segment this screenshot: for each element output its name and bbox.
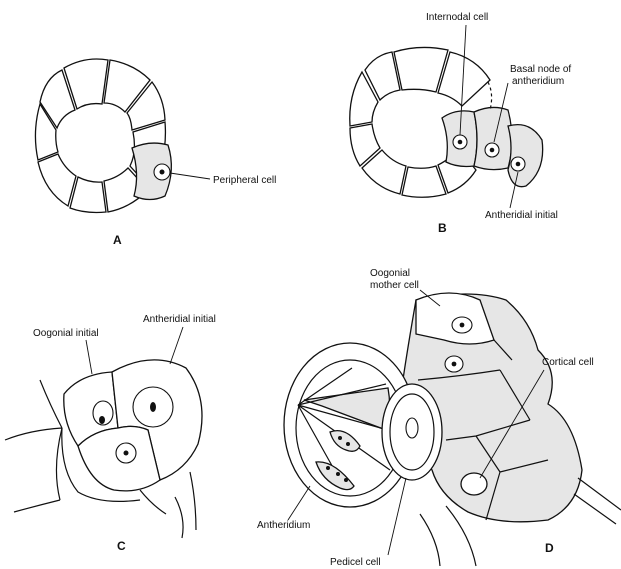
label-antheridium: Antheridium xyxy=(257,520,310,531)
label-basal-node-line1: Basal node of xyxy=(510,64,571,75)
label-basal-node-line2: antheridium xyxy=(512,76,564,87)
label-oogonial-initial: Oogonial initial xyxy=(33,328,99,339)
peripheral-cell-leader xyxy=(170,173,210,179)
antheridial-initial-cell xyxy=(508,125,543,187)
panel-a: Peripheral cell A xyxy=(35,59,276,247)
panel-b: Internodal cell Basal node of antheridiu… xyxy=(350,12,572,235)
branch-right xyxy=(574,478,621,524)
panel-c: Oogonial initial Antheridial initial C xyxy=(5,314,216,553)
pedicel-nucleus xyxy=(406,418,418,438)
label-pedicel-cell: Pedicel cell xyxy=(330,557,381,568)
label-antheridial-initial-c: Antheridial initial xyxy=(143,314,216,325)
panel-letter-a: A xyxy=(113,233,122,247)
basal-node-cell xyxy=(474,107,512,169)
antheridial-initial-leader-c xyxy=(170,327,183,364)
branch-lower xyxy=(420,506,476,566)
label-internodal-cell: Internodal cell xyxy=(426,12,488,23)
panel-letter-d: D xyxy=(545,541,554,555)
dashed-outline xyxy=(488,82,492,110)
label-antheridial-initial-b: Antheridial initial xyxy=(485,210,558,221)
antheridium-leader xyxy=(288,486,310,520)
label-peripheral-cell: Peripheral cell xyxy=(213,175,276,186)
panel-d: Oogonial mother cell Cortical cell Anthe… xyxy=(257,268,621,568)
label-oogonial-mother-line2: mother cell xyxy=(370,280,419,291)
cortical-cell xyxy=(461,473,487,495)
label-cortical-cell: Cortical cell xyxy=(542,357,594,368)
label-oogonial-mother-line1: Oogonial xyxy=(370,268,410,279)
panel-letter-b: B xyxy=(438,221,447,235)
oogonial-initial-leader xyxy=(86,340,92,374)
panel-letter-c: C xyxy=(117,539,126,553)
